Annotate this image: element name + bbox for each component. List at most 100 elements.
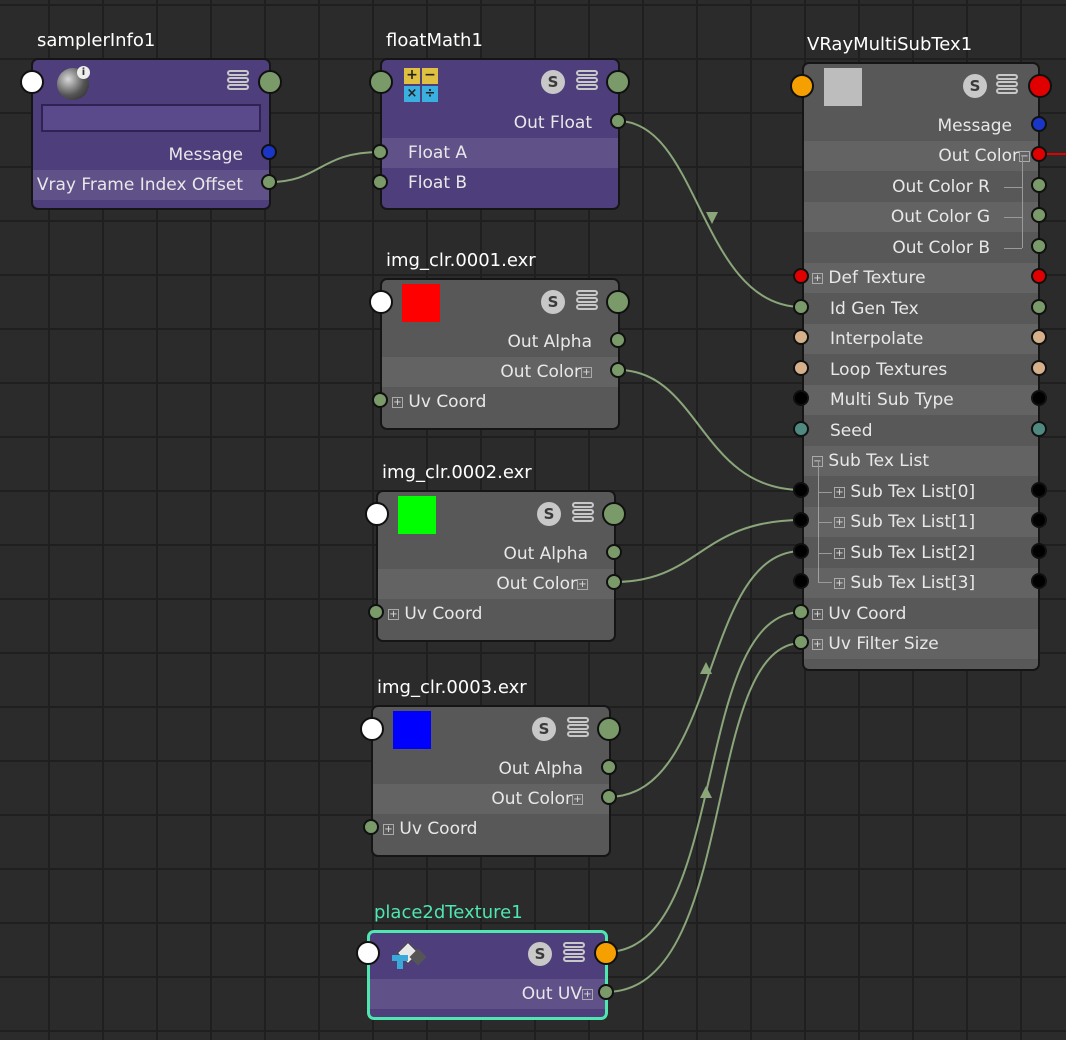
shader-toggle-icon[interactable]: S — [963, 74, 987, 98]
expand-icon[interactable]: + — [834, 486, 845, 498]
attr-message[interactable]: Message — [168, 145, 243, 165]
port-uv-coord-in[interactable] — [368, 604, 384, 620]
shader-toggle-icon[interactable]: S — [541, 70, 565, 94]
input-port-samplerinfo[interactable] — [20, 70, 44, 94]
expand-icon[interactable]: + — [812, 638, 823, 650]
shader-toggle-icon[interactable]: S — [532, 717, 556, 741]
expand-icon[interactable]: + — [577, 578, 588, 590]
port-sub-tex-0-in[interactable] — [793, 482, 809, 498]
attr-out-alpha[interactable]: Out Alpha — [507, 332, 592, 352]
attr-out-uv[interactable]: Out UV+ — [370, 979, 605, 1009]
expand-icon[interactable]: + — [812, 272, 823, 284]
port-sub-tex-2-out[interactable] — [1031, 543, 1047, 559]
attr-uv-coord[interactable]: + Uv Coord — [382, 387, 618, 417]
expand-icon[interactable]: + — [581, 366, 592, 378]
port-out-uv[interactable] — [598, 984, 614, 1000]
attr-multi-sub-type[interactable]: Multi Sub Type — [804, 385, 1038, 415]
port-out-color-b[interactable] — [1031, 238, 1047, 254]
collapse-icon[interactable]: − — [1019, 150, 1030, 162]
node-title-img3[interactable]: img_clr.0003.exr — [377, 677, 527, 698]
output-port-place2d[interactable] — [594, 941, 618, 965]
port-sub-tex-3-out[interactable] — [1031, 573, 1047, 589]
attr-out-color[interactable]: Out Color− — [804, 141, 1038, 171]
port-multi-sub-type-in[interactable] — [793, 390, 809, 406]
port-out-color-g[interactable] — [1031, 207, 1047, 223]
attr-out-alpha[interactable]: Out Alpha — [498, 759, 583, 779]
input-port-img1[interactable] — [369, 290, 393, 314]
port-uv-coord-in[interactable] — [363, 819, 379, 835]
attr-uv-coord[interactable]: + Uv Coord — [804, 599, 1038, 629]
attr-out-alpha[interactable]: Out Alpha — [503, 544, 588, 564]
attr-out-color-r[interactable]: Out Color R — [892, 177, 990, 197]
list-menu-icon[interactable] — [576, 290, 598, 310]
attr-out-color-g[interactable]: Out Color G — [804, 202, 1038, 232]
port-out-alpha[interactable] — [610, 332, 626, 348]
port-out-color[interactable] — [610, 362, 626, 378]
output-port-floatmath[interactable] — [606, 70, 630, 94]
input-port-floatmath[interactable] — [369, 70, 393, 94]
attr-uv-coord[interactable]: + Uv Coord — [373, 814, 609, 844]
port-loop-textures-in[interactable] — [793, 360, 809, 376]
attr-sub-tex-list[interactable]: − Sub Tex List — [804, 446, 1038, 476]
node-title-multisub[interactable]: VRayMultiSubTex1 — [807, 34, 973, 55]
list-menu-icon[interactable] — [227, 70, 249, 90]
port-def-texture-out[interactable] — [1031, 268, 1047, 284]
port-uv-filter-size-in[interactable] — [793, 634, 809, 650]
port-out-color[interactable] — [1031, 146, 1047, 162]
input-port-img2[interactable] — [365, 502, 389, 526]
port-float-a-in[interactable] — [372, 144, 388, 160]
node-title-samplerinfo[interactable]: samplerInfo1 — [37, 30, 156, 51]
attr-id-gen-tex[interactable]: Id Gen Tex — [830, 299, 919, 319]
attr-sub-tex-list-2[interactable]: + Sub Tex List[2] — [804, 538, 1038, 568]
port-interpolate-out[interactable] — [1031, 329, 1047, 345]
attr-float-b[interactable]: Float B — [408, 173, 468, 193]
attr-frame-index-offset[interactable]: Vray Frame Index Offset — [33, 170, 269, 200]
port-id-gen-tex-out[interactable] — [1031, 299, 1047, 315]
port-sub-tex-1-in[interactable] — [793, 512, 809, 528]
attr-out-color[interactable]: Out Color+ — [382, 357, 618, 387]
output-port-multisub[interactable] — [1028, 74, 1052, 98]
port-seed-in[interactable] — [793, 421, 809, 437]
node-title-img1[interactable]: img_clr.0001.exr — [386, 250, 536, 271]
input-port-place2d[interactable] — [356, 941, 380, 965]
input-port-img3[interactable] — [360, 717, 384, 741]
port-message-out[interactable] — [261, 144, 277, 160]
node-multisubtex[interactable]: S Message Out Color− Out Color R Out Col… — [802, 62, 1040, 671]
node-title-place2d[interactable]: place2dTexture1 — [374, 902, 523, 923]
attr-uv-coord[interactable]: + Uv Coord — [378, 599, 614, 629]
attr-sub-tex-list-3[interactable]: + Sub Tex List[3] — [804, 568, 1038, 598]
expand-icon[interactable]: + — [383, 823, 394, 835]
shader-toggle-icon[interactable]: S — [537, 502, 561, 526]
port-def-texture-in[interactable] — [793, 268, 809, 284]
attr-uv-filter-size[interactable]: + Uv Filter Size — [804, 629, 1038, 659]
input-port-multisub[interactable] — [790, 74, 814, 98]
attr-out-color[interactable]: Out Color+ — [373, 784, 609, 814]
expand-icon[interactable]: + — [834, 547, 845, 559]
sampler-name-field[interactable] — [41, 104, 261, 132]
output-port-samplerinfo[interactable] — [258, 70, 282, 94]
expand-icon[interactable]: + — [834, 516, 845, 528]
list-menu-icon[interactable] — [576, 70, 598, 90]
port-float-b-in[interactable] — [372, 174, 388, 190]
node-img3[interactable]: S Out Alpha Out Color+ + Uv Coord — [371, 705, 611, 857]
port-message-out[interactable] — [1031, 116, 1047, 132]
expand-icon[interactable]: + — [834, 577, 845, 589]
expand-icon[interactable]: + — [572, 793, 583, 805]
attr-out-float[interactable]: Out Float — [513, 113, 592, 133]
node-title-floatmath[interactable]: floatMath1 — [386, 30, 483, 51]
shader-toggle-icon[interactable]: S — [528, 942, 552, 966]
list-menu-icon[interactable] — [567, 717, 589, 737]
node-floatmath[interactable]: + − × ÷ S Out Float Float A Float B — [380, 58, 620, 210]
attr-interpolate[interactable]: Interpolate — [804, 324, 1038, 354]
port-out-alpha[interactable] — [601, 759, 617, 775]
attr-loop-textures[interactable]: Loop Textures — [830, 360, 948, 380]
shader-toggle-icon[interactable]: S — [541, 290, 565, 314]
attr-float-a[interactable]: Float A — [382, 138, 618, 168]
port-sub-tex-3-in[interactable] — [793, 573, 809, 589]
attr-out-color-b[interactable]: Out Color B — [892, 238, 990, 258]
list-menu-icon[interactable] — [996, 74, 1018, 94]
expand-icon[interactable]: + — [582, 988, 593, 1000]
node-title-img2[interactable]: img_clr.0002.exr — [382, 462, 532, 483]
node-place2d[interactable]: S Out UV+ — [367, 930, 608, 1020]
attr-seed[interactable]: Seed — [830, 421, 873, 441]
